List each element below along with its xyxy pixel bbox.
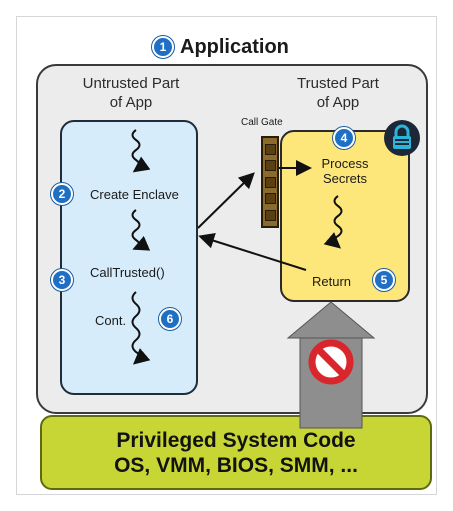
call-gate-slot <box>264 176 276 188</box>
return-label: Return <box>312 274 352 289</box>
trusted-label-line2: of App <box>316 94 360 111</box>
create-enclave-label: Create Enclave <box>90 187 179 202</box>
process-secrets-line2: Secrets <box>322 171 368 186</box>
title-text: Application <box>180 35 289 58</box>
trusted-part-label: Trusted Part of App <box>288 74 388 112</box>
untrusted-part-box <box>60 120 198 395</box>
cont-label: Cont. <box>95 313 127 328</box>
call-gate-slot <box>264 160 276 171</box>
untrusted-part-label: Untrusted Part of App <box>66 74 196 112</box>
step-5-badge: 5 <box>373 269 395 291</box>
process-secrets-label: Process Secrets <box>316 156 374 186</box>
step-3-badge: 3 <box>51 269 73 291</box>
untrusted-label-line1: Untrusted Part <box>82 75 180 92</box>
step-4-badge: 4 <box>333 127 355 149</box>
call-gate-slot <box>264 193 276 204</box>
diagram-title: 1 Application <box>152 33 289 61</box>
privileged-system-box: Privileged System Code OS, VMM, BIOS, SM… <box>40 415 432 490</box>
trusted-label-line1: Trusted Part <box>297 75 379 92</box>
step-1-badge: 1 <box>152 36 174 58</box>
lock-icon <box>384 120 420 156</box>
call-gate-slot <box>264 209 276 221</box>
call-gate <box>261 136 279 228</box>
untrusted-label-line2: of App <box>109 94 153 111</box>
system-line2: OS, VMM, BIOS, SMM, ... <box>114 454 358 477</box>
step-6-badge: 6 <box>159 308 181 330</box>
call-gate-label: Call Gate <box>241 117 283 128</box>
process-secrets-line1: Process <box>321 156 369 171</box>
step-2-badge: 2 <box>51 183 73 205</box>
system-line1: Privileged System Code <box>116 429 356 452</box>
call-trusted-label: CallTrusted() <box>90 265 165 280</box>
call-gate-slot <box>264 143 276 155</box>
